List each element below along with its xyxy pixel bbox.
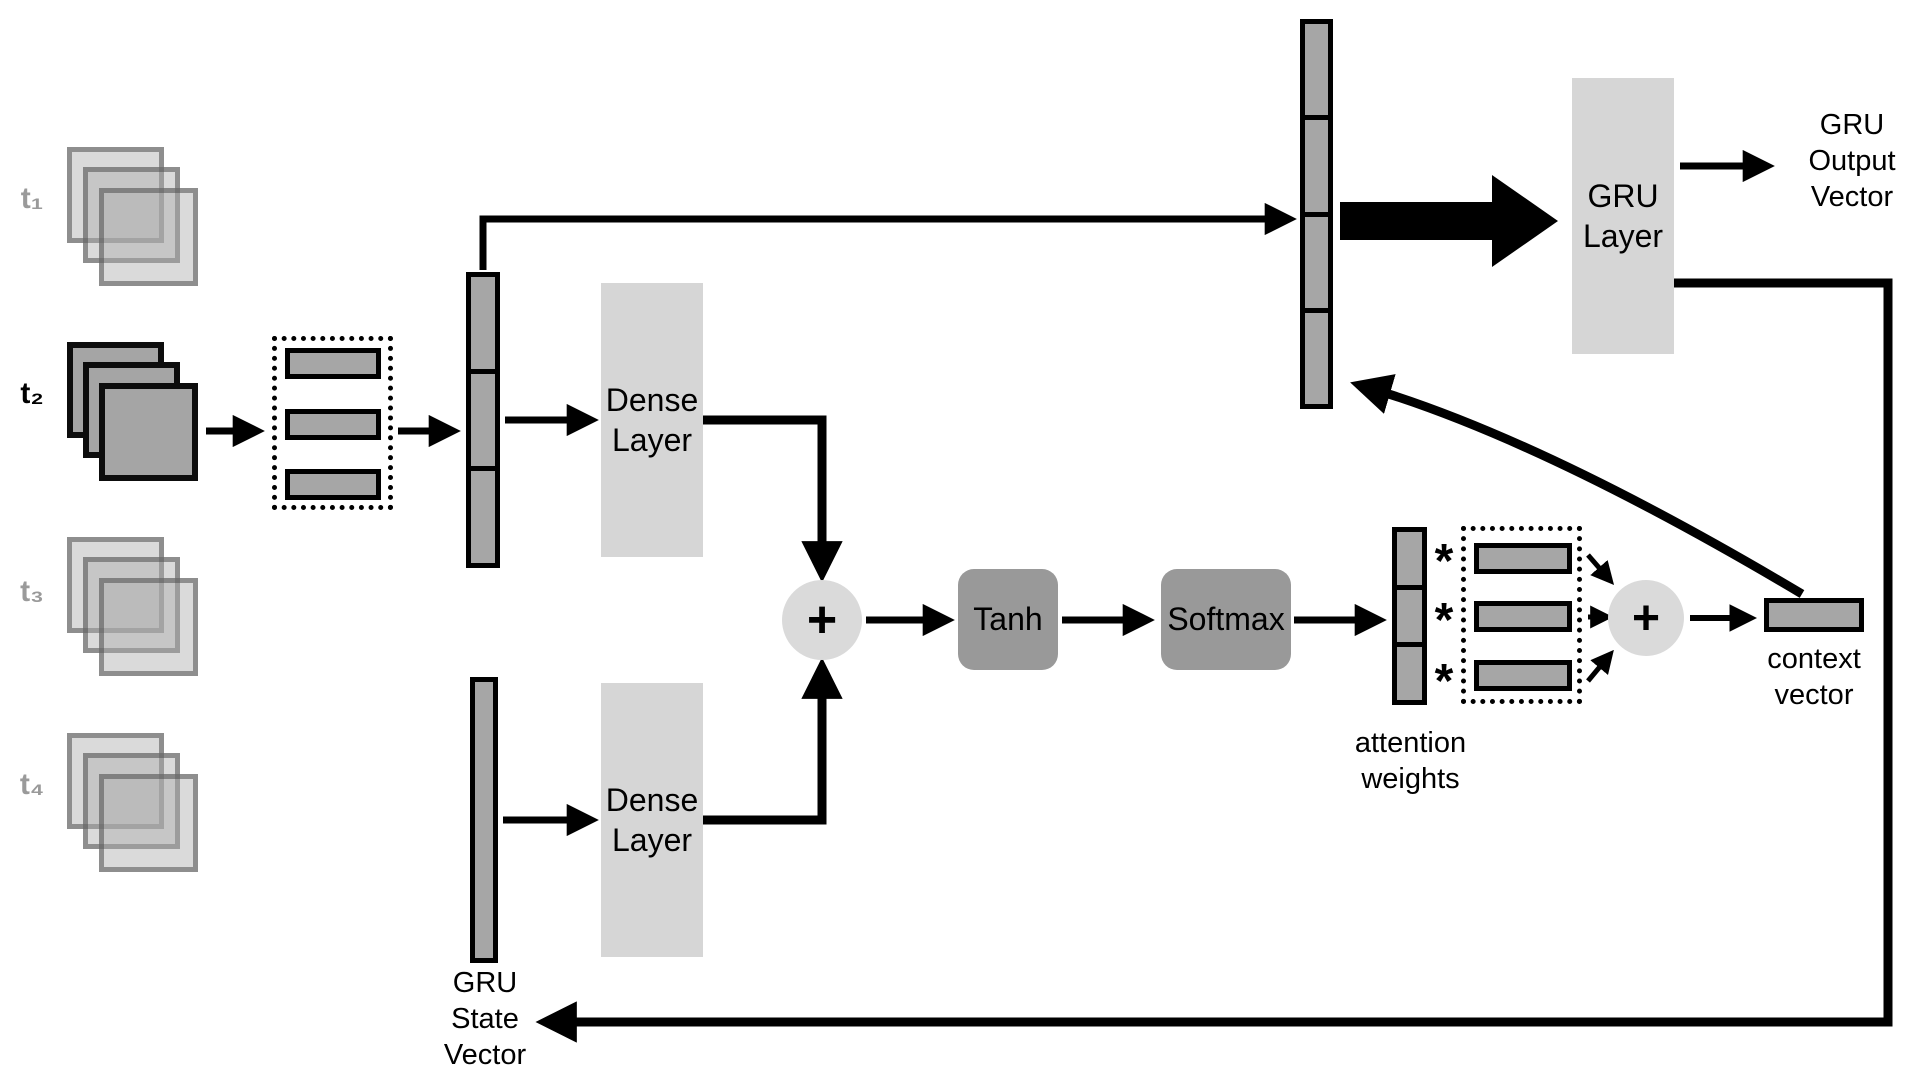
cnn-feature-box — [272, 336, 393, 510]
thick-arrow-bank-to-gru-icon — [1340, 175, 1558, 267]
timestep-label-t2: t₂ — [20, 377, 44, 410]
tanh-block: Tanh — [958, 569, 1058, 670]
vector-segment — [471, 277, 495, 369]
arrow-weighted1-to-sum-icon — [1586, 553, 1615, 585]
attention-weights-label: attention weights — [1354, 727, 1467, 795]
gru-output-vector-label: GRU Output Vector — [1808, 109, 1896, 213]
frame-image — [67, 537, 164, 633]
vector-segment — [1305, 312, 1328, 404]
frame-stack-t4 — [67, 733, 199, 873]
vector-segment — [471, 374, 495, 466]
feature-bar — [285, 348, 381, 379]
frame-image — [99, 578, 198, 676]
add-circle-2: + — [1608, 580, 1684, 656]
feature-bar — [285, 469, 381, 500]
frame-image — [99, 774, 198, 872]
feature-bank-vector — [1300, 19, 1333, 409]
timestep-label-t4: t₄ — [19, 768, 45, 801]
feature-bar — [285, 409, 381, 440]
timestep-label-t3: t₃ — [20, 575, 44, 608]
arrow-vector-to-feature-bank-icon — [479, 202, 1297, 270]
context-vector-label: context vector — [1767, 643, 1861, 711]
dense-layer-2: Dense Layer — [601, 683, 703, 957]
multiply-star-3: * — [1434, 655, 1454, 708]
weighted-feature-bar — [1474, 660, 1572, 691]
vector-segment — [471, 471, 495, 563]
arrow-dense2-to-add-icon — [702, 657, 843, 825]
frame-stack-t1 — [67, 147, 199, 287]
weighted-feature-bar — [1474, 543, 1572, 574]
frame-image — [99, 188, 198, 286]
arrow-weighted3-to-sum-icon — [1586, 649, 1614, 683]
multiply-star-1: * — [1434, 535, 1454, 588]
vector-segment — [1305, 216, 1328, 308]
gru-state-vector-label: GRU State Vector — [443, 967, 527, 1071]
dense-layer-1: Dense Layer — [601, 283, 703, 557]
arrow-dense1-to-add-icon — [702, 415, 843, 583]
gru-layer-block: GRU Layer — [1572, 78, 1674, 354]
frame-image — [99, 383, 198, 481]
gru-state-vector-bar — [470, 677, 498, 963]
weighted-feature-bar — [1474, 601, 1572, 632]
frame-stack-t2 — [67, 342, 199, 482]
attention-weights-vector — [1392, 527, 1427, 705]
vector-segment — [1305, 24, 1328, 116]
multiply-star-2: * — [1434, 594, 1454, 647]
add-circle-1: + — [782, 580, 862, 660]
softmax-block: Softmax — [1161, 569, 1291, 670]
vector-segment — [1305, 120, 1328, 212]
weighted-feature-box — [1461, 526, 1582, 704]
vector-segment — [1397, 589, 1422, 643]
timestep-label-t1: t₁ — [20, 182, 44, 215]
vector-segment — [1397, 532, 1422, 585]
context-vector-bar — [1764, 598, 1864, 632]
frame-feature-vector — [466, 272, 500, 568]
frame-stack-t3 — [67, 537, 199, 677]
vector-segment — [1397, 647, 1422, 701]
